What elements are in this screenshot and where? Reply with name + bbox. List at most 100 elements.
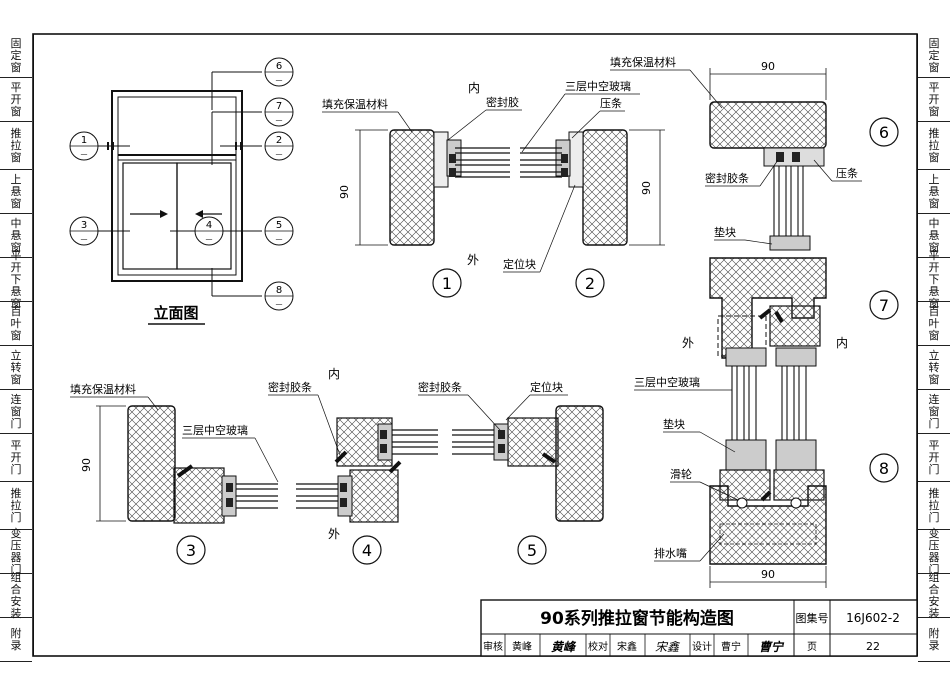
detail-number-4: 4 [352,535,382,565]
index-tab-label: 变压器门 [10,526,22,576]
label-outer: 外 [467,253,479,267]
index-tab-8[interactable]: 连窗门 [918,390,950,434]
detail-number-2: 2 [575,268,605,298]
dimension-90: 90 [640,181,653,195]
index-tab-13[interactable]: 附录 [918,618,950,662]
index-tab-label: 中悬窗 [928,216,940,254]
label-triple-glass: 三层中空玻璃 [634,375,700,389]
index-tab-12[interactable]: 组合安装 [918,571,950,619]
checker-signature: 宋鑫 [655,640,681,654]
detail-3-section: 90 [80,405,278,524]
elevation-view [95,71,262,297]
label-fill-insulation: 填充保温材料 [322,97,388,111]
label-inner: 内 [328,367,340,381]
index-tab-4[interactable]: 中悬窗 [918,214,950,258]
index-tab-11[interactable]: 变压器门 [918,527,950,575]
index-tab-label: 推拉门 [928,486,940,524]
index-tab-label: 上悬窗 [928,172,940,210]
index-tab-label: 推拉门 [10,486,22,524]
index-tab-label: 平开下悬窗 [928,248,940,310]
index-tab-5[interactable]: 平开下悬窗 [918,249,950,309]
label-fill-insulation: 填充保温材料 [610,55,676,69]
index-tab-7[interactable]: 立转窗 [918,346,950,390]
section-marker-7: 7 — [264,97,294,127]
index-tab-label: 平开门 [928,438,940,476]
marker-number: 1 [81,135,87,146]
label-outer: 外 [682,336,694,350]
detail-number-6: 6 [869,117,899,147]
detail-number-7: 7 [869,290,899,320]
marker-number: 5 [276,220,282,231]
index-tab-label: 平开窗 [928,80,940,118]
design-label: 设计 [692,640,712,653]
designer-signature: 曹宁 [759,640,785,654]
marker-sub: — [81,150,88,158]
detail-number-1: 1 [432,268,462,298]
label-sealant: 密封胶 [486,95,519,109]
index-tab-4[interactable]: 中悬窗 [0,214,32,258]
marker-sub: — [206,235,213,243]
label-bead: 压条 [600,96,622,110]
index-tab-7[interactable]: 立转窗 [0,346,32,390]
svg-text:4: 4 [362,541,372,560]
index-tab-label: 固定窗 [10,36,22,74]
reviewer-name: 黄峰 [512,640,532,653]
dimension-90: 90 [761,568,775,581]
marker-number: 6 [276,61,282,72]
label-seal-strip: 密封胶条 [705,171,749,185]
label-pad-block: 垫块 [663,417,685,431]
svg-text:2: 2 [585,274,595,293]
index-tab-12[interactable]: 组合安装 [0,571,32,619]
index-tab-1[interactable]: 平开窗 [0,78,32,122]
label-drain: 排水嘴 [654,546,687,560]
marker-sub: — [276,116,283,124]
index-tab-9[interactable]: 平开门 [918,434,950,482]
index-tab-label: 平开窗 [10,80,22,118]
index-tab-0[interactable]: 固定窗 [0,34,32,78]
index-tab-8[interactable]: 连窗门 [0,390,32,434]
index-tab-6[interactable]: 百叶窗 [0,302,32,346]
index-tab-label: 平开门 [10,438,22,476]
index-tab-0[interactable]: 固定窗 [918,34,950,78]
index-tab-3[interactable]: 上悬窗 [0,170,32,214]
page-number: 22 [866,640,880,653]
index-tab-label: 固定窗 [928,36,940,74]
index-tab-6[interactable]: 百叶窗 [918,302,950,346]
index-tab-label: 百叶窗 [928,304,940,342]
label-outer: 外 [328,527,340,541]
marker-sub: — [276,235,283,243]
review-label: 审核 [483,640,503,653]
index-tab-2[interactable]: 推拉窗 [918,122,950,170]
index-tab-label: 立转窗 [928,348,940,386]
index-tab-2[interactable]: 推拉窗 [0,122,32,170]
index-tab-3[interactable]: 上悬窗 [918,170,950,214]
title-block: 90系列推拉窗节能构造图 图集号 16J602-2 审核 黄峰 黄峰 校对 宋鑫… [480,599,918,657]
detail-4-section [296,417,438,523]
marker-sub: — [276,76,283,84]
svg-text:1: 1 [442,274,452,293]
detail-number-8: 8 [869,453,899,483]
index-tab-5[interactable]: 平开下悬窗 [0,249,32,309]
label-triple-glass: 三层中空玻璃 [565,79,631,93]
index-tab-9[interactable]: 平开门 [0,434,32,482]
marker-number: 4 [206,220,212,231]
dimension-90: 90 [338,185,351,199]
section-marker-6: 6 — [264,57,294,87]
svg-text:6: 6 [879,123,889,142]
index-tab-label: 附录 [928,626,940,652]
index-tab-11[interactable]: 变压器门 [0,526,32,576]
index-tab-10[interactable]: 推拉门 [918,482,950,530]
detail-5-section [452,405,604,522]
checker-name: 宋鑫 [617,640,637,653]
marker-sub: — [276,300,283,308]
index-tab-13[interactable]: 附录 [0,618,32,662]
marker-number: 7 [276,101,282,112]
check-label: 校对 [588,640,608,653]
section-marker-4: 4 — [194,216,224,246]
detail-2-section: 90 [520,129,665,246]
index-tab-1[interactable]: 平开窗 [918,78,950,122]
index-tab-label: 平开下悬窗 [10,248,22,310]
index-tab-label: 连窗门 [928,392,940,430]
index-tab-10[interactable]: 推拉门 [0,482,32,530]
